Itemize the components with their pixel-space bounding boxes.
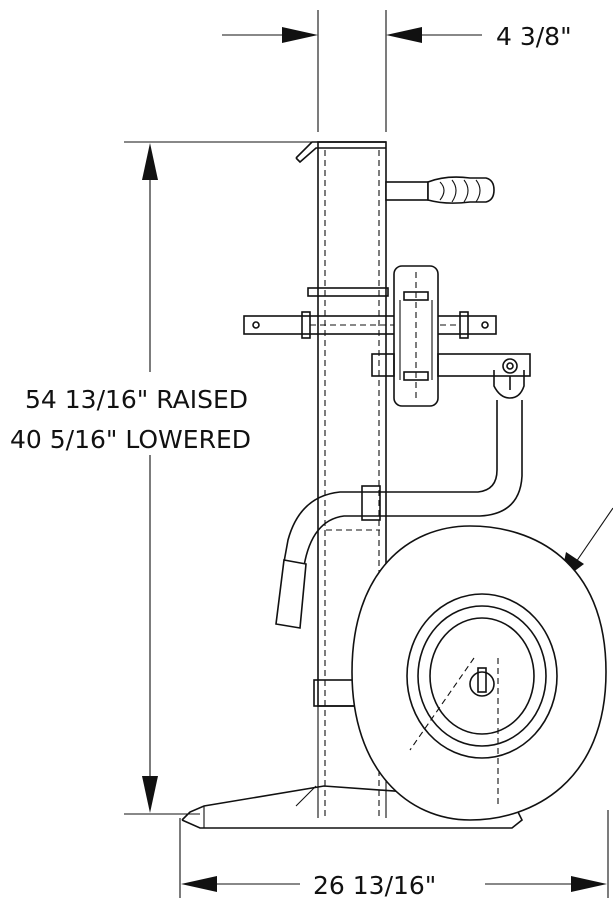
hub-outer [406, 593, 558, 759]
bracket-bar [243, 315, 497, 335]
dimension-label-base: 26 13/16" [313, 871, 436, 900]
arrowhead-right [282, 27, 318, 43]
arm-grip-sleeve [275, 559, 307, 629]
hub-ring [417, 605, 547, 747]
dimension-height: 54 13/16" RAISED 40 5/16" LOWERED [10, 141, 386, 815]
gearbox-rib-2 [403, 371, 429, 381]
mount-collar [307, 287, 389, 297]
gearbox-rib-1 [403, 291, 429, 301]
bracket-hole-right [481, 321, 489, 329]
swivel-pin-knob [502, 358, 518, 374]
leader-line [575, 507, 613, 563]
dimension-top-width: 4 3/8" [222, 10, 572, 132]
arrowhead-up [142, 143, 158, 180]
axle-nut [469, 671, 495, 697]
arm-clamp [361, 485, 381, 521]
shaft-right [437, 353, 531, 377]
fork-hidden-left [409, 657, 475, 751]
handle-grip [427, 176, 495, 204]
base-bottom-edge [181, 807, 524, 829]
handle-shaft [385, 181, 429, 201]
swivel-pin-housing [493, 370, 525, 399]
base-gusset [295, 785, 317, 807]
top-cap-lip [295, 147, 386, 164]
top-cap [295, 141, 386, 159]
hub-inner [429, 617, 535, 735]
arrowhead-left [386, 27, 422, 43]
bracket-hole-left [252, 321, 260, 329]
base-plate [181, 785, 524, 829]
arrowhead-down [142, 776, 158, 813]
arrowhead-base-left [181, 876, 217, 892]
jack-body [243, 141, 531, 818]
shaft-stub-left [371, 353, 395, 377]
dimension-base-width: 26 13/16" [179, 810, 609, 900]
arm-outer [283, 400, 498, 563]
arm-inner [303, 400, 523, 567]
bracket-clamp-right [459, 311, 469, 339]
swivel-shaft [371, 353, 531, 399]
dimension-label-top: 4 3/8" [496, 22, 572, 51]
wheel [351, 525, 607, 821]
crank-handle [385, 176, 495, 204]
axle-key [477, 667, 487, 693]
grip-ridges [439, 179, 481, 203]
arrowhead-base-right [571, 876, 607, 892]
gear-box [393, 265, 439, 407]
dimension-label-lowered: 40 5/16" LOWERED [10, 425, 251, 454]
swivel-arm [275, 400, 523, 629]
swivel-pin-center [506, 362, 514, 370]
dimension-label-raised: 54 13/16" RAISED [25, 385, 248, 414]
mounting-bracket [243, 311, 497, 339]
